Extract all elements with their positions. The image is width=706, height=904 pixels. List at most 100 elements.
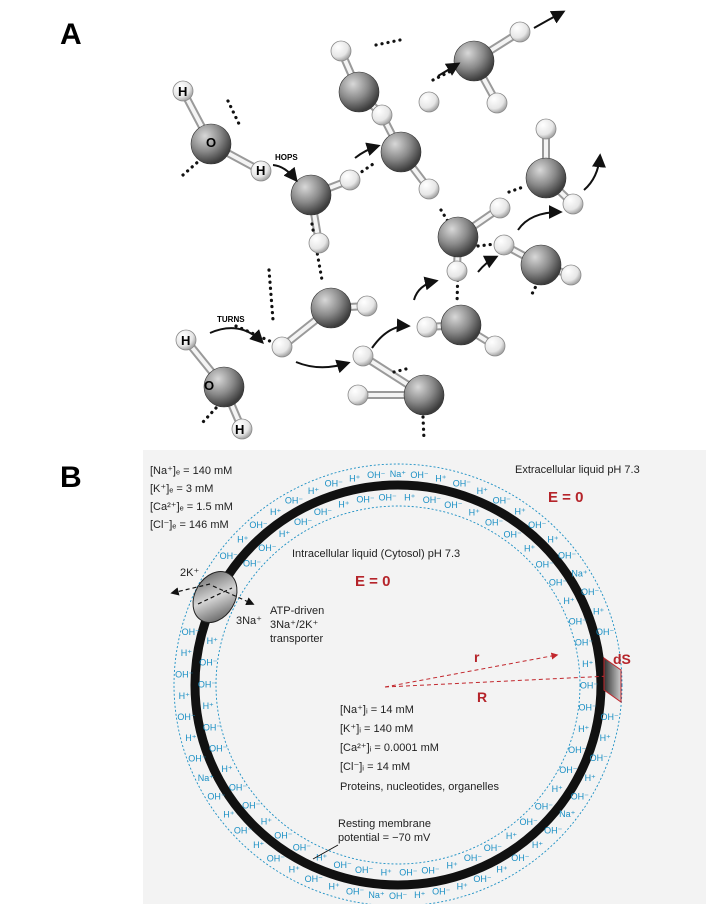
hydroxide-label: OH⁻ xyxy=(333,860,352,870)
proton-label: H⁺ xyxy=(514,507,525,517)
ion-layers: OH⁻H⁺OH⁻H⁺OH⁻Na⁺OH⁻H⁺OH⁻H⁺OH⁻H⁺OH⁻H⁺OH⁻N… xyxy=(175,469,619,901)
hydrogen-atom xyxy=(509,21,531,43)
surface-element: dS xyxy=(603,651,631,703)
hydroxide-label: OH⁻ xyxy=(199,658,218,668)
turns-label: TURNS xyxy=(217,315,245,324)
hydroxide-label: OH⁻ xyxy=(423,495,442,505)
hydrogen-bond xyxy=(431,68,455,82)
hydroxide-label: OH⁻ xyxy=(485,518,504,528)
hydroxide-label: OH⁻ xyxy=(234,826,253,836)
hydroxide-label: OH⁻ xyxy=(207,792,226,802)
hydroxide-label: OH⁻ xyxy=(590,753,609,763)
hydroxide-label: OH⁻ xyxy=(558,551,577,561)
transporter-line-3: transporter xyxy=(270,633,324,645)
ext-conc-k: [K⁺]ₑ = 3 mM xyxy=(150,483,213,495)
hydrogen-atom xyxy=(356,295,378,317)
resting-potential: Resting membrane potential = −70 mV xyxy=(312,818,431,860)
hydroxide-label: OH⁻ xyxy=(519,817,538,827)
proton-label: H⁺ xyxy=(289,865,300,875)
hop-arrow-2 xyxy=(354,142,381,159)
hydroxide-label: OH⁻ xyxy=(267,853,286,863)
proton-label: H⁺ xyxy=(552,784,563,794)
hydrogen-atom xyxy=(535,118,557,140)
hydroxide-label: OH⁻ xyxy=(285,496,304,506)
proton-label: H⁺ xyxy=(582,659,593,669)
hydroxide-label: OH⁻ xyxy=(544,825,563,835)
proton-label: H⁺ xyxy=(223,809,234,819)
proton-label: H⁺ xyxy=(308,486,319,496)
hydroxide-label: OH⁻ xyxy=(243,559,262,569)
label-o-1: O xyxy=(206,135,216,150)
hydrogen-bond xyxy=(234,324,274,344)
proton-label: H⁺ xyxy=(349,473,360,483)
na-ion-label: 3Na⁺ xyxy=(236,615,262,627)
hydroxide-label: OH⁻ xyxy=(305,874,324,884)
hydroxide-label: OH⁻ xyxy=(569,616,588,626)
hydrogen-atom xyxy=(339,169,361,191)
sodium-label: Na⁺ xyxy=(368,890,385,900)
proton-label: H⁺ xyxy=(547,535,558,545)
transporter-divider xyxy=(197,587,233,605)
resting-line-1: Resting membrane xyxy=(338,818,431,830)
hydrogen-bond xyxy=(355,160,378,177)
hydroxide-label: OH⁻ xyxy=(198,679,217,689)
proton-label: H⁺ xyxy=(328,881,339,891)
hydroxide-label: OH⁻ xyxy=(242,800,261,810)
hydroxide-label: OH⁻ xyxy=(444,500,463,510)
turn-arrow-2 xyxy=(295,359,351,374)
hydroxide-label: OH⁻ xyxy=(473,874,492,884)
hydroxide-label: OH⁻ xyxy=(389,891,408,901)
R-vector xyxy=(384,672,612,688)
proton-label: H⁺ xyxy=(253,840,264,850)
hydroxide-label: OH⁻ xyxy=(421,865,440,875)
hydroxide-label: OH⁻ xyxy=(294,517,313,527)
hydrogen-atom xyxy=(250,160,272,182)
oxygen-atom xyxy=(525,157,567,199)
atom-labels: H O H H O H xyxy=(178,84,265,437)
label-o-2: O xyxy=(204,378,214,393)
hydroxide-label: OH⁻ xyxy=(229,783,248,793)
hydroxide-label: OH⁻ xyxy=(596,627,615,637)
sodium-label: Na⁺ xyxy=(571,568,588,578)
oxygen-atom xyxy=(437,216,479,258)
ds-label: dS xyxy=(613,651,631,667)
extracellular-concentrations: [Na⁺]ₑ = 140 mM [K⁺]ₑ = 3 mM [Ca²⁺]ₑ = 1… xyxy=(150,465,233,531)
hydroxide-label: OH⁻ xyxy=(182,627,201,637)
hydrogen-atom xyxy=(446,260,468,282)
panel-b-label: B xyxy=(60,461,82,494)
hydrogen-atom xyxy=(347,384,369,406)
proton-label: H⁺ xyxy=(506,831,517,841)
proton-label: H⁺ xyxy=(203,701,214,711)
hydroxide-label: OH⁻ xyxy=(571,792,590,802)
hydroxide-label: OH⁻ xyxy=(175,670,194,680)
hydroxide-label: OH⁻ xyxy=(575,637,594,647)
extracellular-title: Extracellular liquid pH 7.3 xyxy=(515,464,640,476)
hydrogen-bond xyxy=(201,406,218,424)
proton-label: H⁺ xyxy=(207,636,218,646)
resting-line-2: potential = −70 mV xyxy=(338,832,431,844)
movement-arrows xyxy=(209,10,606,374)
proton-label: H⁺ xyxy=(414,890,425,900)
proton-label: H⁺ xyxy=(496,864,507,874)
inner-dotted-boundary xyxy=(215,505,581,865)
panel-a: A HOPS TURNS H O H H O H xyxy=(60,10,606,442)
hydroxide-label: OH⁻ xyxy=(410,470,429,480)
transporter-line-2: 3Na⁺/2K⁺ xyxy=(270,619,318,631)
hydrogen-atom xyxy=(308,232,330,254)
proton-label: H⁺ xyxy=(532,840,543,850)
sodium-label: Na⁺ xyxy=(390,469,407,479)
proton-label: H⁺ xyxy=(585,773,596,783)
ext-conc-ca: [Ca²⁺]ₑ = 1.5 mM xyxy=(150,501,233,513)
hydrogen-atom xyxy=(371,104,393,126)
proton-label: H⁺ xyxy=(600,733,611,743)
proton-label: H⁺ xyxy=(221,764,232,774)
hydroxide-label: OH⁻ xyxy=(203,723,222,733)
transporter-description: ATP-driven 3Na⁺/2K⁺ transporter xyxy=(270,605,324,645)
hydrogen-bond xyxy=(421,415,426,442)
hop-arrow-3 xyxy=(437,62,461,77)
label-h-1: H xyxy=(178,84,187,99)
proton-label: H⁺ xyxy=(179,691,190,701)
transporter: 2K⁺ 3Na⁺ xyxy=(170,567,262,627)
transporter-protein xyxy=(192,571,238,623)
